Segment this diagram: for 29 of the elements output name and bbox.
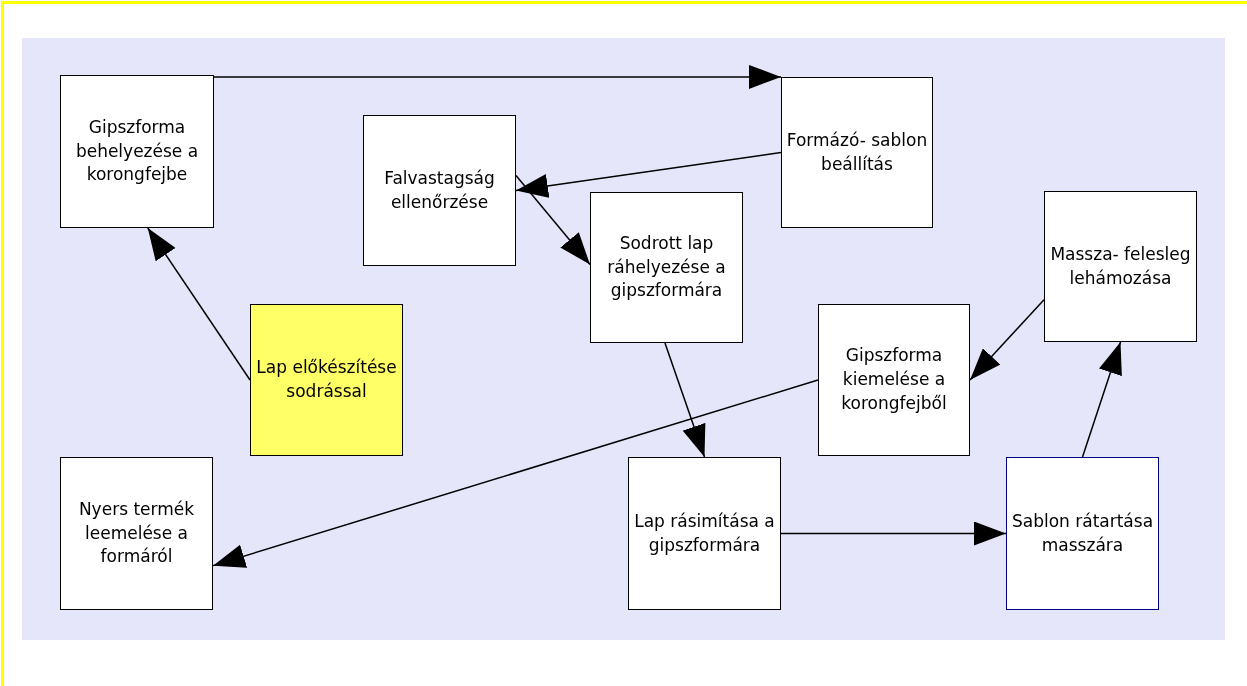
- arrow: [515, 151, 782, 198]
- process-box: [628, 457, 781, 610]
- process-box: [590, 192, 743, 343]
- process-box: [1044, 191, 1197, 342]
- process-box: [363, 115, 516, 266]
- step-label: Lap előkészítése sodrással: [255, 356, 398, 403]
- arrow: [147, 227, 251, 381]
- step-label: Nyers termék leemelése a formáról: [77, 497, 196, 569]
- step-label: Sablon rátartása masszára: [1011, 509, 1154, 557]
- process-box: [781, 77, 933, 228]
- arrow: [664, 342, 706, 458]
- step-label: Massza- felesleg lehámozása: [1049, 242, 1192, 290]
- arrow: [515, 174, 591, 266]
- arrow: [780, 521, 1007, 546]
- step-label: Gipszforma kiemelése a korongfejből: [840, 344, 948, 415]
- process-box: [1006, 457, 1159, 610]
- step-label: Gipszforma behelyezése a korongfejbe: [74, 115, 200, 187]
- process-box: [818, 304, 970, 456]
- step-label: Sodrott lap ráhelyezése a gipszformára: [606, 231, 727, 303]
- process-box: [60, 457, 213, 610]
- process-box: [60, 75, 214, 228]
- step-label: Lap rásimítása a gipszformára: [633, 509, 776, 557]
- arrow: [969, 298, 1045, 381]
- process-box: [250, 304, 403, 456]
- step-label: Falvastagság ellenőrzése: [383, 166, 496, 214]
- step-label: Formázó- sablon beállítás: [786, 128, 928, 176]
- arrow: [213, 65, 782, 89]
- arrow: [1081, 341, 1122, 458]
- arrow: [212, 379, 819, 568]
